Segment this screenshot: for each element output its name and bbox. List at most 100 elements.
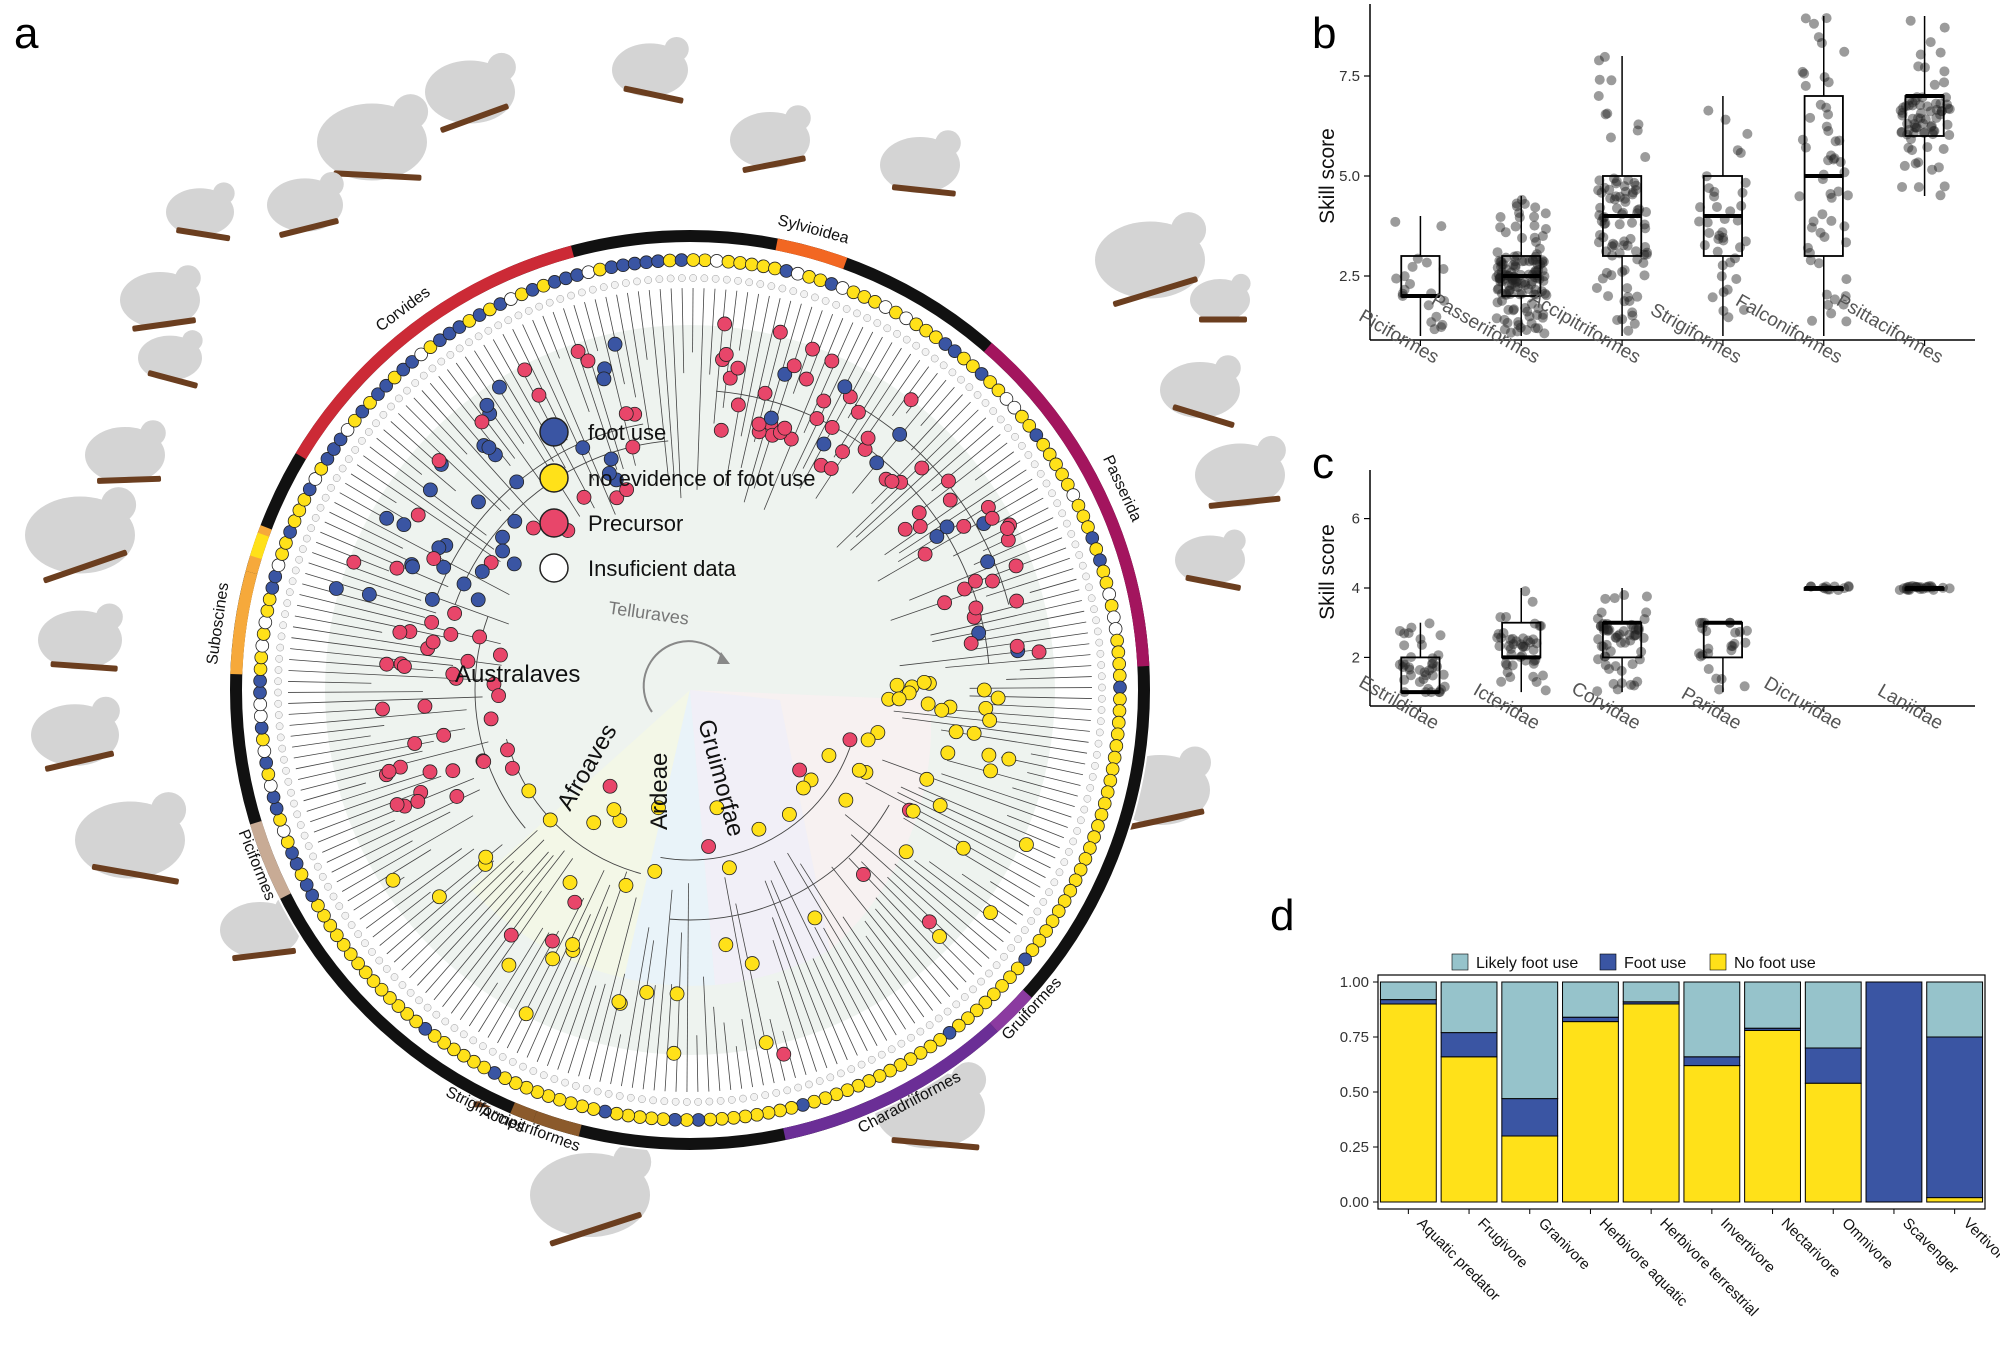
tree-tip-inner: [948, 368, 957, 377]
bar-segment-no-foot-use: [1562, 1021, 1619, 1203]
tree-node-marker: [939, 519, 955, 535]
data-point: [1843, 581, 1854, 592]
data-point: [1394, 659, 1405, 670]
tree-tip-inner: [1095, 728, 1104, 737]
data-point: [1905, 15, 1916, 26]
data-point: [1922, 101, 1933, 112]
tree-tip: [802, 270, 816, 284]
tree-tip: [575, 1099, 589, 1114]
tree-tip-inner: [300, 831, 309, 840]
tree-tip-inner: [318, 872, 327, 881]
data-point: [1529, 232, 1540, 243]
data-point: [1537, 312, 1548, 323]
tree-branch: [890, 557, 1070, 621]
tree-node-marker: [495, 529, 510, 545]
data-point: [1842, 190, 1853, 201]
tree-node-marker: [916, 674, 932, 690]
legend-swatch-no-evidence: [539, 463, 569, 493]
data-point: [1935, 109, 1946, 120]
tree-node-marker: [431, 453, 447, 468]
tree-tip-inner: [288, 577, 297, 586]
data-point: [1603, 291, 1614, 302]
tree-tip-inner: [1096, 717, 1105, 726]
tree-node-marker: [940, 745, 956, 761]
bar-segment-no-foot-use: [1379, 1003, 1437, 1203]
tree-branch: [861, 861, 975, 975]
data-point: [1529, 618, 1540, 629]
data-point: [1632, 676, 1643, 687]
data-point: [1439, 295, 1450, 306]
data-point: [1519, 256, 1530, 267]
tree-tip-inner: [281, 610, 289, 619]
tree-tip: [1108, 622, 1123, 636]
data-point: [1604, 184, 1615, 195]
tree-tip: [961, 1011, 975, 1025]
data-point: [1599, 182, 1610, 193]
tree-node-marker: [718, 347, 734, 362]
data-point: [1512, 276, 1523, 287]
bird-silhouette-head: [150, 792, 187, 828]
data-point: [1735, 147, 1746, 158]
tree-tip: [366, 974, 381, 988]
data-point: [1518, 641, 1529, 652]
tree-branch: [945, 654, 1091, 668]
tree-tip-inner: [981, 399, 990, 407]
data-point: [1794, 191, 1805, 202]
data-point: [1625, 635, 1636, 646]
tree-branches: [288, 288, 1092, 1092]
tree-branch: [894, 863, 997, 951]
tree-tip-inner: [313, 862, 322, 871]
data-point: [1516, 278, 1527, 289]
phylogenetic-tree: SylvioideaPasseridaCorvidesSuboscinesPic…: [204, 212, 1152, 1155]
tree-node-marker: [424, 615, 440, 630]
tree-tip-inner: [488, 1047, 497, 1056]
data-point: [1629, 630, 1640, 641]
legend-label: Foot use: [1624, 955, 1686, 972]
data-point: [1491, 313, 1502, 324]
tree-tip: [889, 305, 903, 320]
tree-branch: [808, 314, 834, 378]
tree-tip-inner: [556, 295, 565, 303]
tree-tip-inner: [307, 524, 315, 533]
tree-node-marker: [379, 510, 395, 526]
bar-segment-no-foot-use: [1501, 1135, 1559, 1203]
tree-tip-inner: [1060, 858, 1069, 866]
data-point: [1629, 318, 1640, 329]
tree-tip: [807, 1094, 821, 1109]
data-point: [1593, 634, 1604, 645]
tree-tip-inner: [1017, 441, 1026, 450]
tree-tip-inner: [382, 965, 391, 973]
data-point: [1629, 680, 1640, 691]
tree-branch: [884, 460, 1021, 556]
bird-silhouette-head: [100, 487, 137, 523]
data-point: [1640, 152, 1651, 163]
tree-tip: [269, 801, 284, 816]
tree-tip: [779, 264, 794, 278]
perch-branch: [742, 155, 806, 173]
data-point: [1726, 641, 1737, 652]
tree-tip-inner: [375, 956, 384, 965]
data-point: [1805, 112, 1816, 123]
bird-silhouette-head: [182, 330, 203, 351]
y-tick-label: 2.5: [1339, 268, 1360, 285]
data-point: [1505, 327, 1516, 338]
data-point: [1492, 632, 1503, 643]
tree-branch: [953, 507, 1049, 557]
bird-silhouette-head: [935, 130, 961, 156]
data-point: [1641, 249, 1652, 260]
data-point: [1618, 240, 1629, 251]
tree-tip-inner: [1045, 888, 1053, 897]
tree-tip-inner: [930, 354, 939, 363]
data-point: [1630, 630, 1641, 641]
data-point: [1424, 618, 1435, 629]
tree-tip-inner: [711, 274, 720, 283]
data-point: [1797, 66, 1808, 77]
tree-node-marker: [903, 392, 919, 408]
tree-tip: [1112, 668, 1127, 683]
perch-branch: [891, 1137, 980, 1151]
tree-tip: [256, 732, 270, 747]
tree-tip: [644, 1111, 659, 1126]
tree-tip: [1107, 610, 1121, 625]
tree-branch: [637, 291, 648, 360]
data-point: [1926, 120, 1937, 131]
